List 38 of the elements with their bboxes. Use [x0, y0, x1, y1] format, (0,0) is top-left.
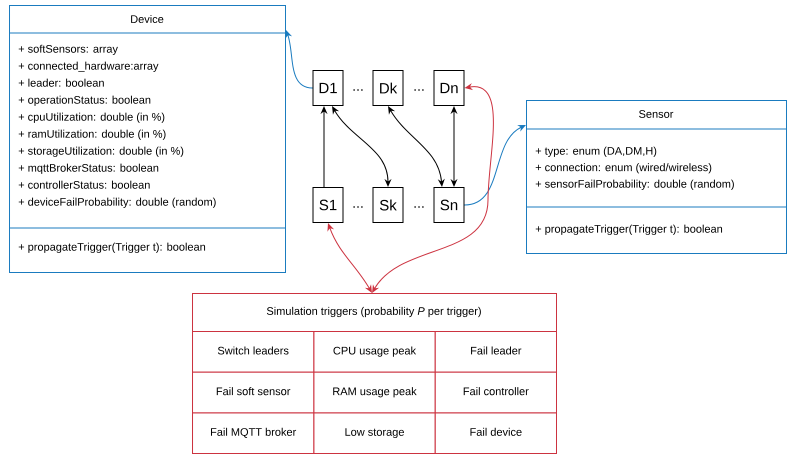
table-cell: Fail leader — [434, 331, 557, 373]
attribute-text: + type: enum (DA,DM,H) — [536, 146, 656, 157]
table-cell: RAM usage peak — [313, 372, 436, 414]
attribute-text: + cpuUtilization: double (in %) — [18, 112, 164, 123]
table-cell: Low storage — [313, 412, 436, 454]
attribute-text: + operationStatus: boolean — [18, 96, 150, 106]
ellipsis: ... — [353, 89, 363, 91]
attribute-text: + softSensors: array — [18, 44, 118, 55]
attribute-text: + controllerStatus: boolean — [18, 180, 150, 189]
table-cell: Fail soft sensor — [192, 372, 314, 414]
table-cell: Fail device — [434, 412, 557, 454]
instance-box: Dk — [372, 70, 404, 106]
attribute-text: + ramUtilization: double (in %) — [18, 130, 166, 140]
attribute-text: + mqttBrokerStatus: boolean — [18, 164, 158, 174]
table-cell: Fail MQTT broker — [192, 412, 314, 454]
attribute-text: + connected_hardware:array — [18, 62, 158, 72]
ellipsis: ... — [414, 89, 424, 91]
attribute-text: + storageUtilization: double (in %) — [18, 146, 184, 157]
table-cell: Fail controller — [434, 372, 557, 414]
class-box — [526, 100, 787, 254]
ellipsis: ... — [353, 206, 363, 208]
attribute-text: + sensorFailProbability: double (random) — [536, 180, 734, 190]
attribute-text: + deviceFailProbability: double (random) — [18, 198, 216, 208]
instance-box: Sk — [372, 187, 404, 223]
method-text: + propagateTrigger(Trigger t): boolean — [18, 242, 206, 253]
instance-box: S1 — [312, 187, 344, 223]
table-cell: CPU usage peak — [313, 331, 436, 373]
instance-box: D1 — [312, 70, 344, 106]
class-name: Device — [131, 14, 164, 24]
attribute-text: + leader: boolean — [18, 78, 104, 87]
instance-box: Sn — [434, 187, 464, 223]
table-cell: Switch leaders — [192, 331, 314, 373]
class-box — [8, 5, 286, 273]
method-text: + propagateTrigger(Trigger t): boolean — [536, 224, 722, 235]
instance-box: Dn — [434, 70, 464, 106]
class-name: Sensor — [639, 110, 674, 118]
ellipsis: ... — [414, 206, 424, 208]
attribute-text: + connection: enum (wired/wireless) — [536, 163, 712, 174]
